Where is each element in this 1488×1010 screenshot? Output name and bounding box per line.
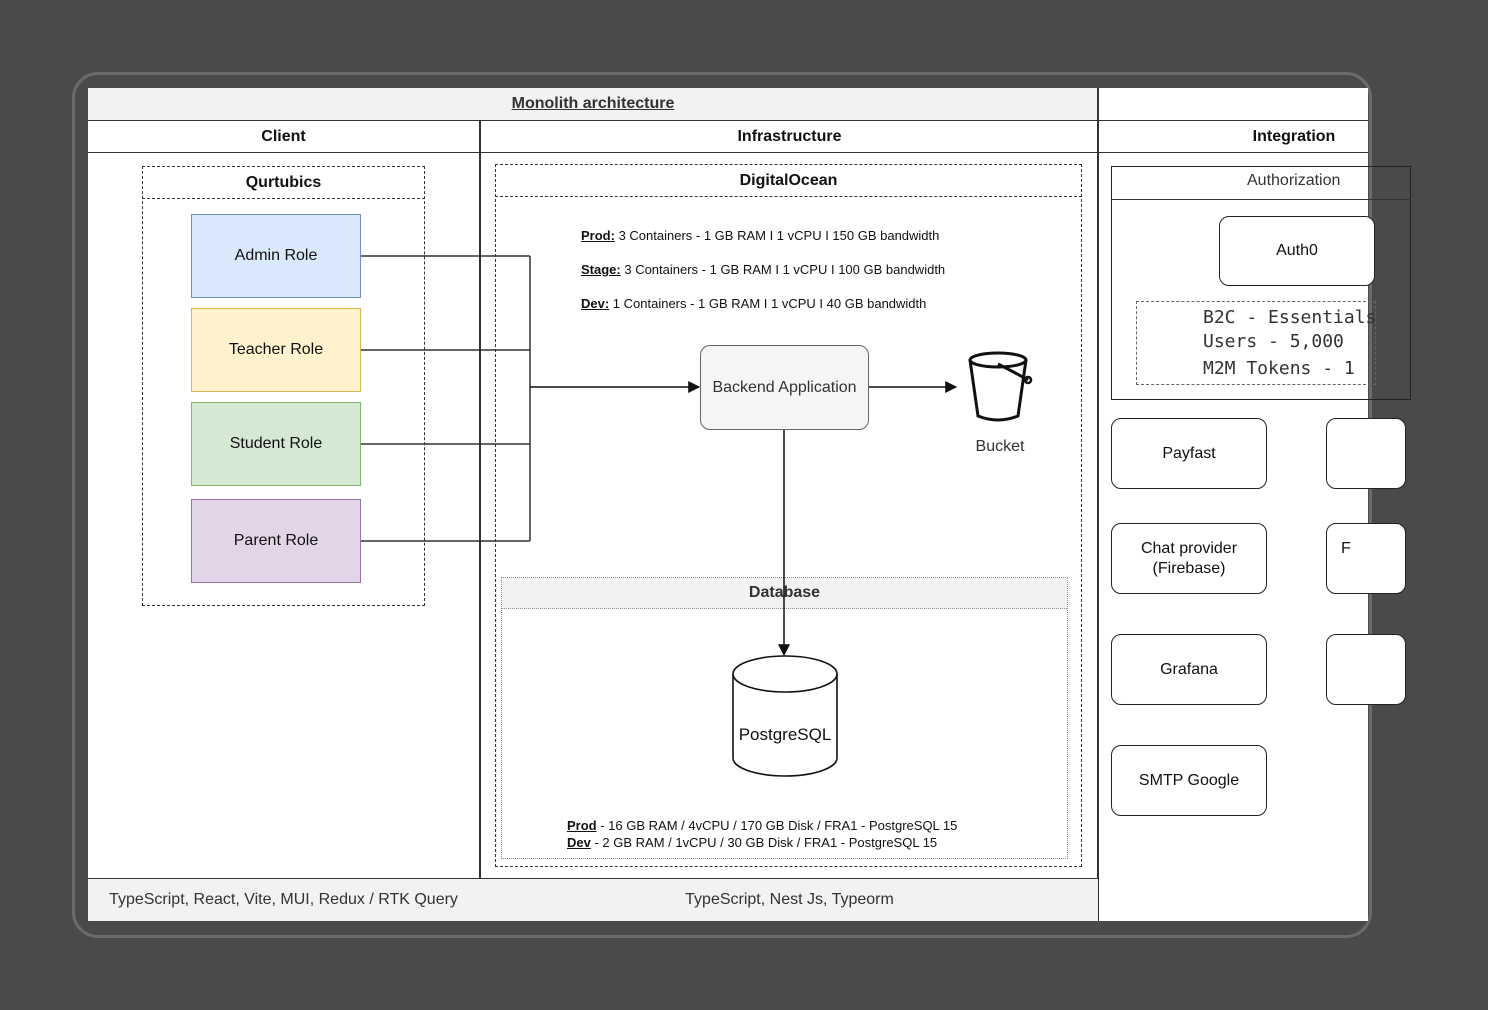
header-divider	[88, 152, 1368, 153]
parent-role: Parent Role	[191, 499, 361, 583]
qurtubics-title: Qurtubics	[245, 173, 322, 191]
clipped-service-letter: F	[1341, 540, 1351, 557]
env-prod: Prod: 3 Containers - 1 GB RAM I 1 vCPU I…	[581, 228, 940, 243]
bucket-label: Bucket	[975, 438, 1025, 455]
auth0-plan-line-1: B2C - Essentials	[1203, 307, 1377, 328]
database-cylinder-icon	[732, 655, 838, 777]
db-spec-prod: Prod - 16 GB RAM / 4vCPU / 170 GB Disk /…	[567, 818, 958, 833]
digitalocean-title: DigitalOcean	[739, 171, 838, 189]
diagram-canvas: Monolith architecture Client Infrastruct…	[88, 88, 1411, 921]
title-bar	[88, 88, 1098, 120]
diagram-title: Monolith architecture	[511, 95, 675, 112]
auth0-box: Auth0	[1219, 216, 1375, 286]
database-header-divider	[502, 608, 1067, 609]
qurtubics-group	[142, 166, 425, 606]
student-role: Student Role	[191, 402, 361, 486]
footer-bar	[88, 878, 1098, 921]
clipped-service-box-2: F	[1326, 523, 1406, 594]
title-divider	[88, 120, 1368, 121]
teacher-role: Teacher Role	[191, 308, 361, 392]
auth0-plan-box: B2C - Essentials Users - 5,000 M2M Token…	[1136, 301, 1376, 385]
db-spec-dev: Dev - 2 GB RAM / 1vCPU / 30 GB Disk / FR…	[567, 835, 938, 850]
column-title-client: Client	[261, 127, 306, 145]
column-divider-left	[479, 120, 481, 921]
admin-role: Admin Role	[191, 214, 361, 298]
backend-application: Backend Application	[700, 345, 869, 430]
digitalocean-group	[495, 164, 1082, 867]
env-dev: Dev: 1 Containers - 1 GB RAM I 1 vCPU I …	[581, 296, 927, 311]
column-divider-right	[1097, 88, 1099, 921]
bucket-icon	[968, 351, 1033, 422]
chat-provider-box: Chat provider (Firebase)	[1111, 523, 1267, 594]
client-stack: TypeScript, React, Vite, MUI, Redux / RT…	[109, 891, 458, 908]
database-title: Database	[748, 584, 821, 601]
qurtubics-header-divider	[142, 198, 425, 199]
clipped-service-box-3	[1326, 634, 1406, 705]
auth0-plan-line-3: M2M Tokens - 1	[1203, 358, 1355, 379]
clipped-service-box-1	[1326, 418, 1406, 489]
authorization-group	[1111, 166, 1411, 400]
column-title-infrastructure: Infrastructure	[737, 127, 842, 145]
infrastructure-stack: TypeScript, Nest Js, Typeorm	[685, 891, 894, 908]
authorization-title: Authorization	[1247, 172, 1341, 189]
payfast-box: Payfast	[1111, 418, 1267, 489]
digitalocean-header-divider	[495, 196, 1082, 197]
column-title-integration: Integration	[1252, 127, 1336, 145]
postgresql-label: PostgreSQL	[738, 725, 832, 744]
authorization-header-divider	[1111, 199, 1411, 200]
grafana-box: Grafana	[1111, 634, 1267, 705]
auth0-plan-line-2: Users - 5,000	[1203, 331, 1344, 352]
env-stage: Stage: 3 Containers - 1 GB RAM I 1 vCPU …	[581, 262, 946, 277]
smtp-google-box: SMTP Google	[1111, 745, 1267, 816]
footer-divider	[88, 878, 1098, 879]
